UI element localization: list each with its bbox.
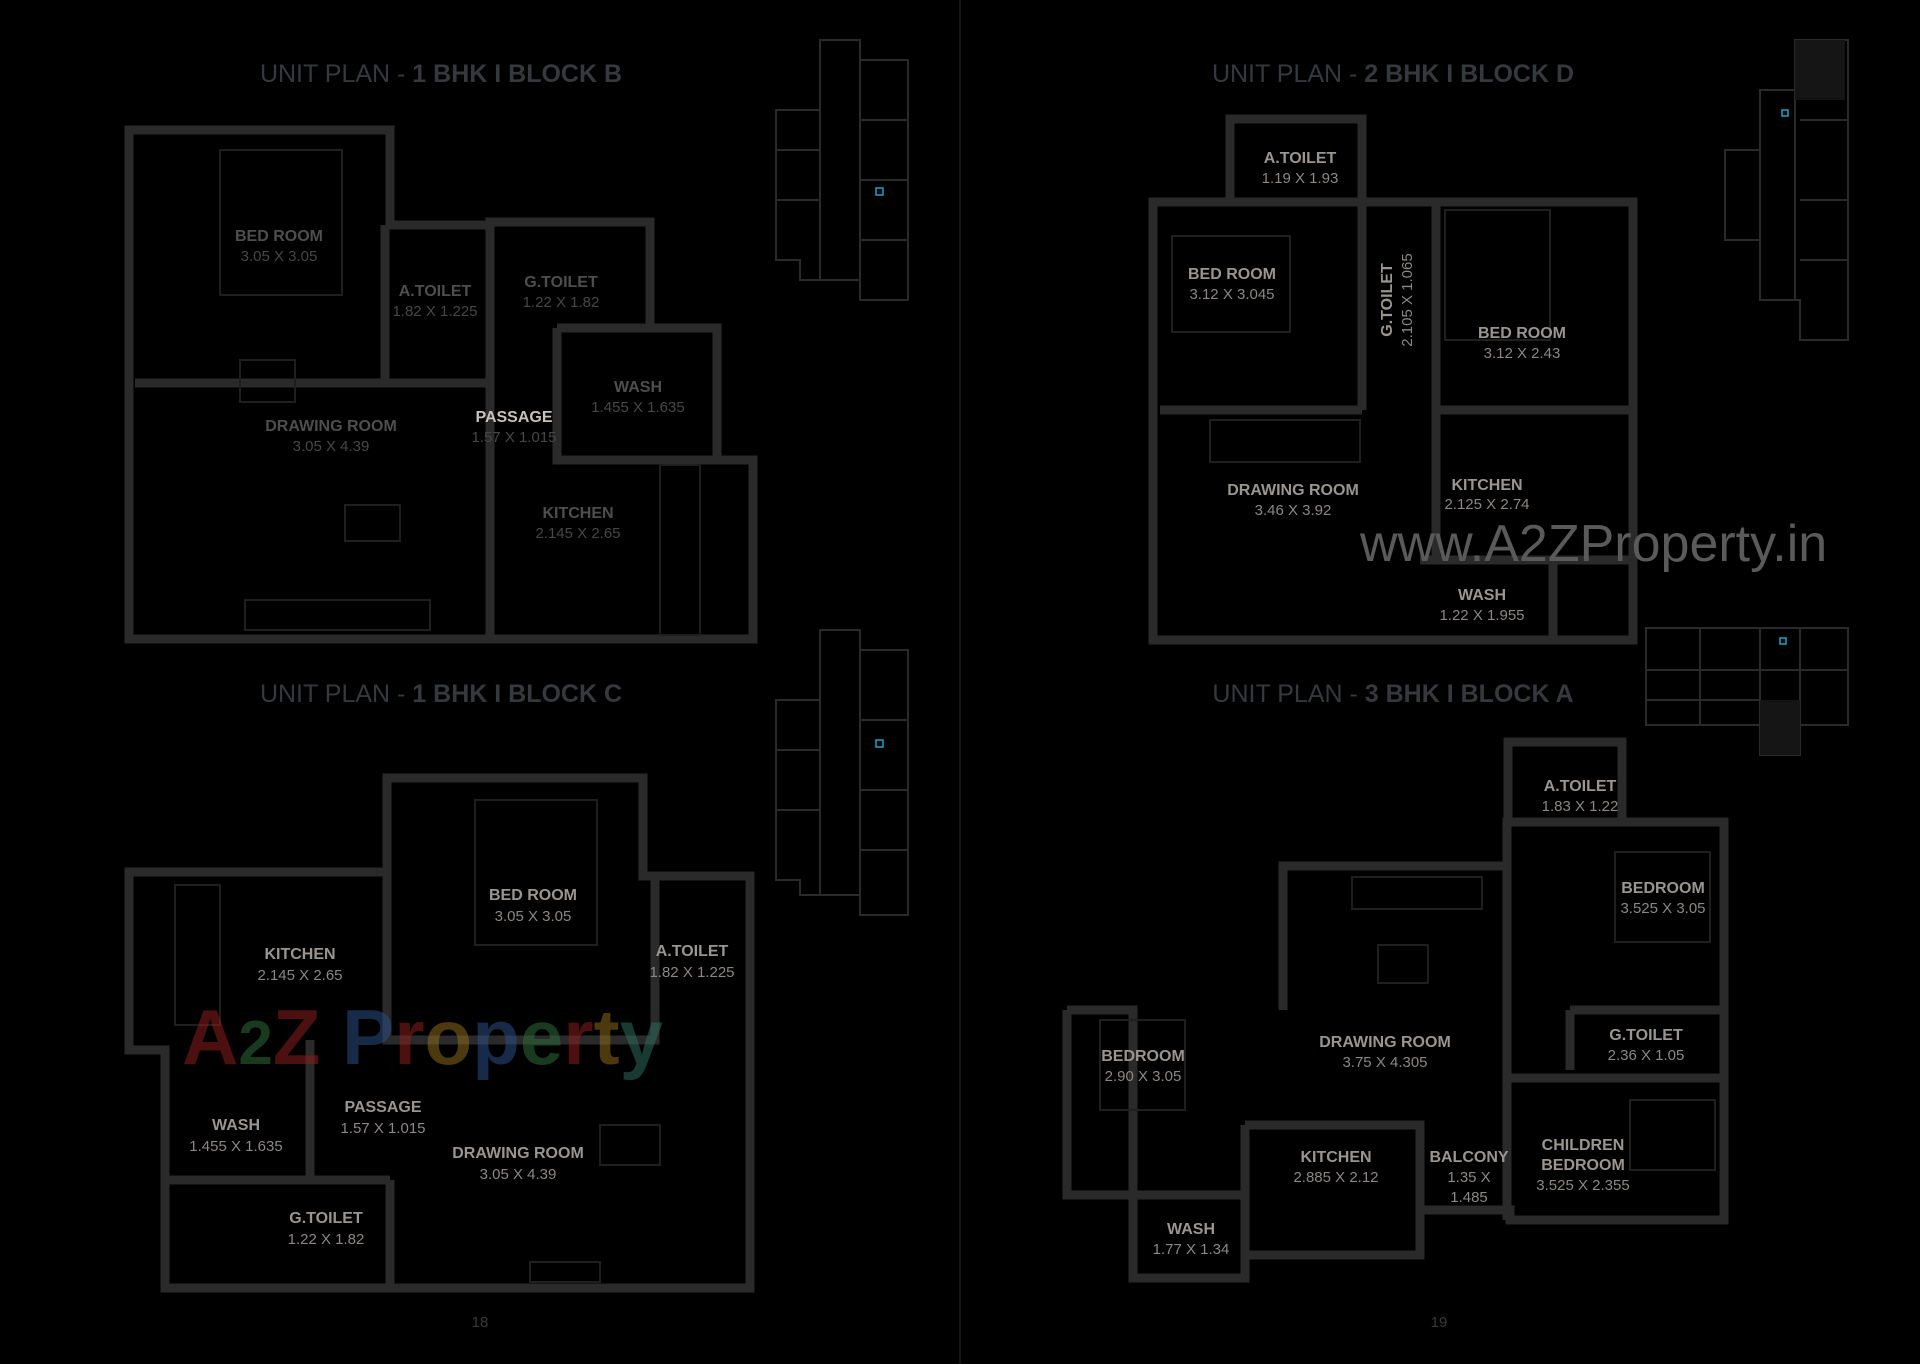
room-dimensions: 2.105 X 1.065 xyxy=(1399,253,1416,346)
floor-plan-walls xyxy=(1148,114,1638,645)
room-dimensions: 3.525 X 2.355 xyxy=(1536,1177,1629,1194)
room-dimensions: 3.525 X 3.05 xyxy=(1620,900,1705,917)
room-name: DRAWING ROOM xyxy=(265,418,397,435)
room-dimensions: 1.22 X 1.82 xyxy=(288,1231,365,1248)
room-name: KITCHEN xyxy=(542,505,613,522)
floor-plan-walls xyxy=(124,773,755,1293)
room-dimensions: 1.19 X 1.93 xyxy=(1262,170,1339,187)
room-name: KITCHEN xyxy=(1300,1149,1371,1166)
svg-text:A2Z Property: A2Z Property xyxy=(182,993,663,1081)
room-dimensions: 1.57 X 1.015 xyxy=(471,429,556,446)
page-number: 18 xyxy=(472,1314,489,1331)
room-name: G.TOILET xyxy=(1379,263,1396,337)
unit-plan-1bhk-block-b: UNIT PLAN - 1 BHK I BLOCK B BED ROOM 3.0… xyxy=(124,39,909,644)
room-dimensions: 2.145 X 2.65 xyxy=(257,967,342,984)
plan-title: UNIT PLAN - 2 BHK I BLOCK D xyxy=(1212,60,1574,88)
room-dimensions: 1.82 X 1.225 xyxy=(649,964,734,981)
room-dimensions: 1.82 X 1.225 xyxy=(392,303,477,320)
room-name: A.TOILET xyxy=(656,943,729,960)
key-plan xyxy=(775,629,909,916)
key-plan xyxy=(775,39,909,301)
room-name: A.TOILET xyxy=(1544,778,1617,795)
unit-plan-2bhk-block-d: UNIT PLAN - 2 BHK I BLOCK D A.TOILET 1.1… xyxy=(1148,39,1849,645)
room-name: DRAWING ROOM xyxy=(1319,1034,1451,1051)
floor-plan-walls xyxy=(1062,737,1729,1283)
floor-plan-walls xyxy=(124,125,758,644)
room-name: BED ROOM xyxy=(489,887,577,904)
watermark-url: www.A2ZProperty.in xyxy=(1359,515,1827,573)
plan-title: UNIT PLAN - 1 BHK I BLOCK B xyxy=(260,60,622,88)
room-dimensions: 1.485 xyxy=(1450,1189,1488,1206)
room-name: PASSAGE xyxy=(475,409,552,426)
room-dimensions: 1.22 X 1.82 xyxy=(523,294,600,311)
key-plan xyxy=(1724,39,1849,341)
room-name: BEDROOM xyxy=(1621,880,1705,897)
unit-plan-3bhk-block-a: UNIT PLAN - 3 BHK I BLOCK A A.TOILET 1.8… xyxy=(1062,627,1849,1283)
room-name: G.TOILET xyxy=(289,1210,363,1227)
room-name: A.TOILET xyxy=(1264,150,1337,167)
room-dimensions: 1.455 X 1.635 xyxy=(189,1138,282,1155)
room-dimensions: 2.145 X 2.65 xyxy=(535,525,620,542)
room-name: CHILDREN xyxy=(1542,1137,1625,1154)
room-name: WASH xyxy=(614,379,662,396)
room-name: BEDROOM xyxy=(1101,1048,1185,1065)
room-dimensions: 1.455 X 1.635 xyxy=(591,399,684,416)
room-name: KITCHEN xyxy=(1451,477,1522,494)
key-plan xyxy=(1645,627,1849,756)
room-name: WASH xyxy=(1167,1221,1215,1238)
room-dimensions: 1.57 X 1.015 xyxy=(340,1120,425,1137)
plan-title: UNIT PLAN - 1 BHK I BLOCK C xyxy=(260,680,622,708)
room-name: G.TOILET xyxy=(524,274,598,291)
page-number: 19 xyxy=(1431,1314,1448,1331)
unit-plan-1bhk-block-c: UNIT PLAN - 1 BHK I BLOCK C KITCHEN 2.14… xyxy=(124,629,909,1293)
room-dimensions: 3.75 X 4.305 xyxy=(1342,1054,1427,1071)
room-dimensions: 3.12 X 3.045 xyxy=(1189,286,1274,303)
room-dimensions: 3.12 X 2.43 xyxy=(1484,345,1561,362)
room-name: BEDROOM xyxy=(1541,1157,1625,1174)
room-name: G.TOILET xyxy=(1609,1027,1683,1044)
room-name: DRAWING ROOM xyxy=(452,1145,584,1162)
room-name: BED ROOM xyxy=(1478,325,1566,342)
room-dimensions: 3.05 X 3.05 xyxy=(241,248,318,265)
room-name: BALCONY xyxy=(1429,1149,1508,1166)
room-dimensions: 2.36 X 1.05 xyxy=(1608,1047,1685,1064)
room-dimensions: 2.885 X 2.12 xyxy=(1293,1169,1378,1186)
room-dimensions: 3.46 X 3.92 xyxy=(1255,502,1332,519)
room-dimensions: 1.35 X xyxy=(1447,1169,1490,1186)
room-dimensions: 2.90 X 3.05 xyxy=(1105,1068,1182,1085)
a2z-property-logo: A2Z Property xyxy=(182,993,663,1081)
room-name: WASH xyxy=(1458,587,1506,604)
room-dimensions: 3.05 X 4.39 xyxy=(293,438,370,455)
room-name: BED ROOM xyxy=(1188,266,1276,283)
room-dimensions: 3.05 X 4.39 xyxy=(480,1166,557,1183)
room-name: A.TOILET xyxy=(399,283,472,300)
room-name: DRAWING ROOM xyxy=(1227,482,1359,499)
room-name: BED ROOM xyxy=(235,228,323,245)
room-name: KITCHEN xyxy=(264,946,335,963)
room-dimensions: 1.22 X 1.955 xyxy=(1439,607,1524,624)
room-dimensions: 1.77 X 1.34 xyxy=(1153,1241,1230,1258)
plan-title: UNIT PLAN - 3 BHK I BLOCK A xyxy=(1212,680,1573,708)
room-dimensions: 1.83 X 1.22 xyxy=(1542,798,1619,815)
room-name: WASH xyxy=(212,1117,260,1134)
room-dimensions: 3.05 X 3.05 xyxy=(495,908,572,925)
room-name: PASSAGE xyxy=(344,1099,421,1116)
room-dimensions: 2.125 X 2.74 xyxy=(1444,496,1529,513)
